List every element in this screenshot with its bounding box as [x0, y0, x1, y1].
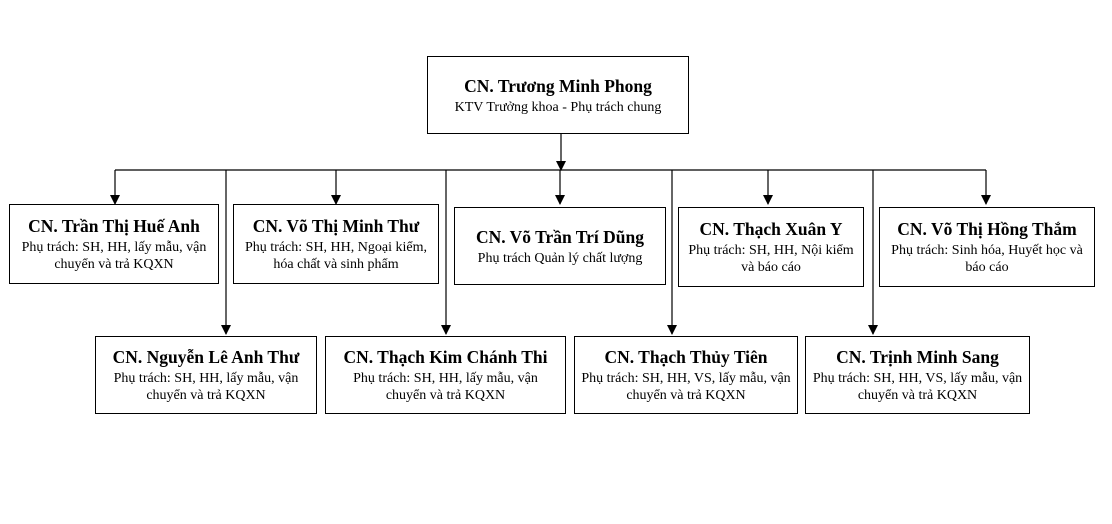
node-role: Phụ trách: SH, HH, VS, lấy mẫu, vận chuy… — [581, 371, 791, 403]
node-name: CN. Trịnh Minh Sang — [836, 347, 999, 367]
staff-node: CN. Thạch Thủy Tiên Phụ trách: SH, HH, V… — [574, 336, 798, 414]
node-name: CN. Thạch Thủy Tiên — [604, 347, 768, 367]
node-name: CN. Nguyễn Lê Anh Thư — [112, 347, 300, 367]
root-node: CN. Trương Minh Phong KTV Trưởng khoa - … — [427, 56, 689, 134]
node-name: CN. Thạch Xuân Y — [699, 219, 843, 239]
node-name: CN. Võ Thị Minh Thư — [252, 216, 420, 236]
staff-node: CN. Võ Trần Trí Dũng Phụ trách Quản lý c… — [454, 207, 666, 285]
node-role: Phụ trách Quản lý chất lượng — [477, 250, 643, 266]
node-role: Phụ trách: SH, HH, Nội kiểm và báo cáo — [688, 243, 854, 275]
staff-node: CN. Võ Thị Hồng Thắm Phụ trách: Sinh hóa… — [879, 207, 1095, 287]
node-role: Phụ trách: SH, HH, lấy mẫu, vận chuyển v… — [113, 371, 299, 403]
node-role: KTV Trưởng khoa - Phụ trách chung — [454, 99, 662, 115]
node-name: CN. Thạch Kim Chánh Thi — [343, 347, 548, 367]
node-role: Phụ trách: Sinh hóa, Huyết học và báo cá… — [891, 243, 1083, 275]
node-name: CN. Trần Thị Huế Anh — [28, 216, 200, 236]
node-name: CN. Võ Thị Hồng Thắm — [897, 219, 1077, 239]
node-name: CN. Trương Minh Phong — [464, 75, 652, 96]
node-role: Phụ trách: SH, HH, Ngoại kiểm, hóa chất … — [245, 240, 427, 272]
staff-node: CN. Trần Thị Huế Anh Phụ trách: SH, HH, … — [9, 204, 219, 284]
staff-node: CN. Trịnh Minh Sang Phụ trách: SH, HH, V… — [805, 336, 1030, 414]
node-role: Phụ trách: SH, HH, lấy mẫu, vận chuyển v… — [353, 371, 538, 403]
node-role: Phụ trách: SH, HH, VS, lấy mẫu, vận chuy… — [812, 371, 1023, 403]
staff-node: CN. Nguyễn Lê Anh Thư Phụ trách: SH, HH,… — [95, 336, 317, 414]
staff-node: CN. Thạch Xuân Y Phụ trách: SH, HH, Nội … — [678, 207, 864, 287]
staff-node: CN. Thạch Kim Chánh Thi Phụ trách: SH, H… — [325, 336, 566, 414]
node-role: Phụ trách: SH, HH, lấy mẫu, vận chuyển v… — [21, 240, 207, 272]
node-name: CN. Võ Trần Trí Dũng — [475, 226, 645, 247]
staff-node: CN. Võ Thị Minh Thư Phụ trách: SH, HH, N… — [233, 204, 439, 284]
